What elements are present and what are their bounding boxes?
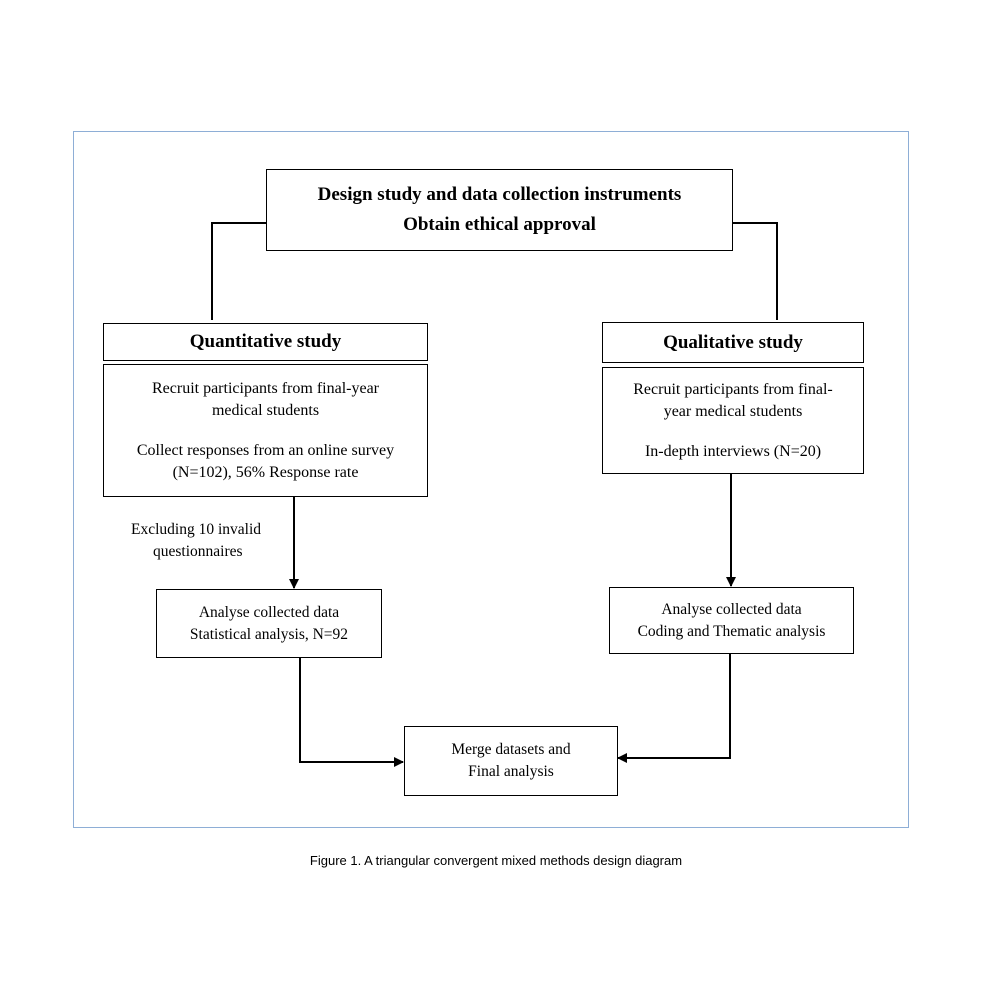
quantitative-heading: Quantitative study <box>189 331 342 352</box>
quantitative-recruit-line1: Recruit participants from final-year <box>151 379 379 397</box>
merge-box-line2: Final analysis <box>468 763 554 780</box>
merge-box: Merge datasets and Final analysis <box>404 726 618 796</box>
design-box-line2: Obtain ethical approval <box>403 214 596 235</box>
quantitative-collect-line2: (N=102), 56% Response rate <box>172 463 359 481</box>
quantitative-collect-line1: Collect responses from an online survey <box>136 441 395 459</box>
quantitative-heading-box: Quantitative study <box>103 323 428 361</box>
figure-caption: Figure 1. A triangular convergent mixed … <box>309 853 683 868</box>
quantitative-details-box: Recruit participants from final-year med… <box>103 364 428 497</box>
statistical-analysis-line1: Analyse collected data <box>198 603 340 621</box>
qualitative-recruit-line2: year medical students <box>663 402 803 420</box>
qualitative-interviews: In-depth interviews (N=20) <box>644 442 822 460</box>
merge-box-line1: Merge datasets and <box>451 741 571 758</box>
arrow-statistical-to-merge <box>299 658 404 767</box>
qualitative-details-box: Recruit participants from final- year me… <box>602 367 864 474</box>
thematic-analysis-line2: Coding and Thematic analysis <box>637 622 826 640</box>
statistical-analysis-line2: Statistical analysis, N=92 <box>189 625 349 643</box>
statistical-analysis-box: Analyse collected data Statistical analy… <box>156 589 382 658</box>
connector-design-to-quantitative <box>211 222 266 320</box>
quantitative-recruit-line2: medical students <box>211 401 320 419</box>
qualitative-recruit-line1: Recruit participants from final- <box>633 380 833 398</box>
thematic-analysis-line1: Analyse collected data <box>661 600 802 618</box>
thematic-analysis-box: Analyse collected data Coding and Themat… <box>609 587 854 654</box>
qualitative-heading: Qualitative study <box>663 331 803 353</box>
exclusion-note-line2: questionnaires <box>153 543 243 560</box>
figure-frame <box>73 131 909 828</box>
exclusion-note: Excluding 10 invalid questionnaires <box>131 519 261 563</box>
connector-design-to-qualitative <box>733 222 778 320</box>
arrow-thematic-to-merge <box>617 654 731 763</box>
qualitative-heading-box: Qualitative study <box>602 322 864 363</box>
exclusion-note-line1: Excluding 10 invalid <box>131 521 262 538</box>
design-box-line1: Design study and data collection instrum… <box>317 184 682 205</box>
design-box: Design study and data collection instrum… <box>266 169 733 251</box>
